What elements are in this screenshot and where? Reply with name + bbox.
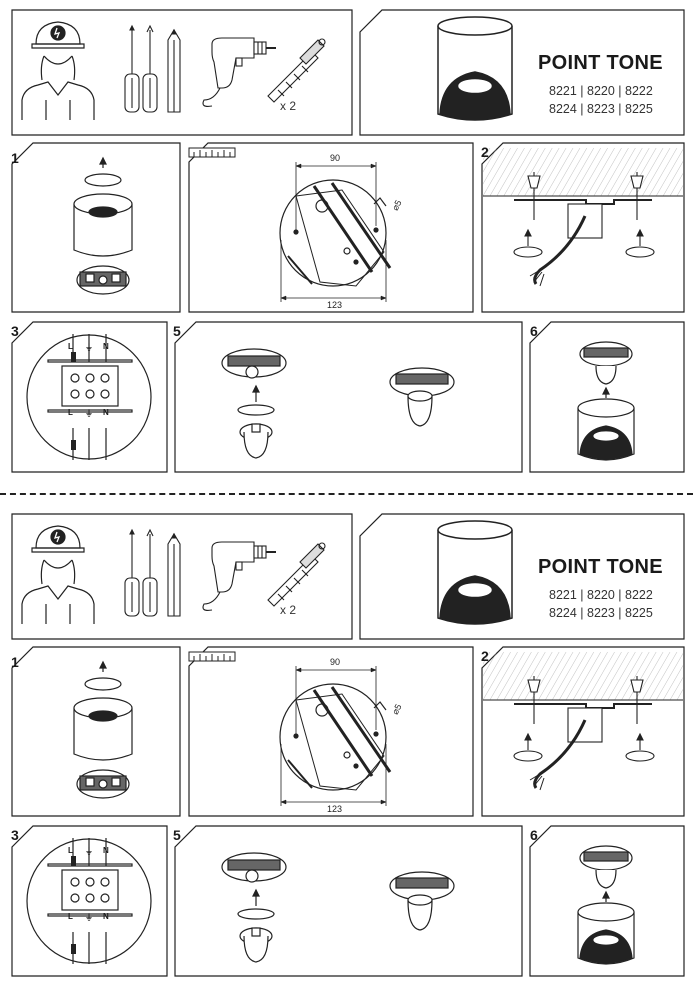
wire-label: L (68, 408, 73, 417)
instruction-sheet: POINT TONE 8221 | 8220 | 8222 8224 | 822… (0, 0, 693, 480)
step-number: 6 (530, 323, 538, 339)
product-panel (359, 9, 685, 136)
wire-label: N (103, 408, 109, 417)
dimension-bottom: 123 (327, 804, 343, 814)
step-number: 3 (11, 827, 19, 843)
terminal-block-drawing (26, 334, 152, 460)
wire-label: ⏚ (85, 409, 93, 418)
step3-panel (11, 321, 168, 473)
instruction-drawing (11, 9, 685, 473)
drill-icon (202, 37, 276, 107)
dimension-top: 90 (330, 153, 341, 163)
step5-bulb-insert (221, 348, 287, 459)
wire-label: L (68, 846, 73, 855)
step-number: 2 (481, 144, 489, 160)
instruction-sheet: POINT TONE 8221 | 8220 | 8222 8224 | 822… (0, 504, 693, 984)
step6-shade-attach (577, 845, 635, 965)
mounting-plate-drawing (279, 666, 392, 806)
wall-plug-icon (267, 542, 326, 607)
ruler-icon (188, 651, 236, 662)
mounting-plate-drawing (279, 162, 392, 302)
product-title: POINT TONE (538, 52, 663, 74)
tools-panel (11, 9, 353, 136)
wire-label: L (68, 912, 73, 921)
product-codes-line2: 8224 | 8223 | 8225 (549, 606, 653, 620)
step1-panel (11, 142, 181, 313)
tools-panel (11, 513, 353, 640)
wire-label: ⏚ (85, 847, 93, 856)
ceiling-mount-drawing (483, 148, 683, 287)
step6-shade-attach (577, 341, 635, 461)
drill-icon (202, 541, 276, 611)
product-lamp-icon (437, 16, 513, 121)
step-number: 1 (11, 150, 19, 166)
product-codes-line1: 8221 | 8220 | 8222 (549, 84, 653, 98)
screwdrivers-icon (124, 24, 181, 113)
cut-line (0, 493, 693, 495)
step5-panel (174, 321, 523, 473)
dimension-top: 90 (330, 657, 341, 667)
wire-label: ⏚ (85, 913, 93, 922)
product-panel (359, 513, 685, 640)
step6-panel (529, 825, 685, 977)
screwdrivers-icon (124, 528, 181, 617)
product-codes-line2: 8224 | 8223 | 8225 (549, 102, 653, 116)
step-number: 6 (530, 827, 538, 843)
dimension-panel (188, 646, 474, 817)
step3-panel (11, 825, 168, 977)
electrician-icon (21, 525, 95, 624)
anchor-count: x 2 (280, 603, 297, 617)
anchor-count: x 2 (280, 99, 297, 113)
product-codes-line1: 8221 | 8220 | 8222 (549, 588, 653, 602)
wire-label: N (103, 846, 109, 855)
step1-panel (11, 646, 181, 817)
terminal-block-drawing (26, 838, 152, 964)
step-number: 5 (173, 827, 181, 843)
wire-label: ⏚ (85, 343, 93, 352)
ruler-icon (188, 147, 236, 158)
product-title: POINT TONE (538, 556, 663, 578)
step-number: 3 (11, 323, 19, 339)
step1-lamp-removal (73, 156, 133, 295)
step-number: 1 (11, 654, 19, 670)
product-lamp-icon (437, 520, 513, 625)
step1-lamp-removal (73, 660, 133, 799)
step-number: 2 (481, 648, 489, 664)
step5-bulb-insert (221, 852, 287, 963)
instruction-drawing (11, 513, 685, 977)
step5-panel (174, 825, 523, 977)
step6-panel (529, 321, 685, 473)
step5-bulb-installed (389, 367, 455, 427)
wall-plug-icon (267, 38, 326, 103)
wire-label: N (103, 912, 109, 921)
step-number: 5 (173, 323, 181, 339)
dimension-panel (188, 142, 474, 313)
step5-bulb-installed (389, 871, 455, 931)
wire-label: L (68, 342, 73, 351)
electrician-icon (21, 21, 95, 120)
ceiling-mount-drawing (483, 652, 683, 791)
dimension-bottom: 123 (327, 300, 343, 310)
wire-label: N (103, 342, 109, 351)
